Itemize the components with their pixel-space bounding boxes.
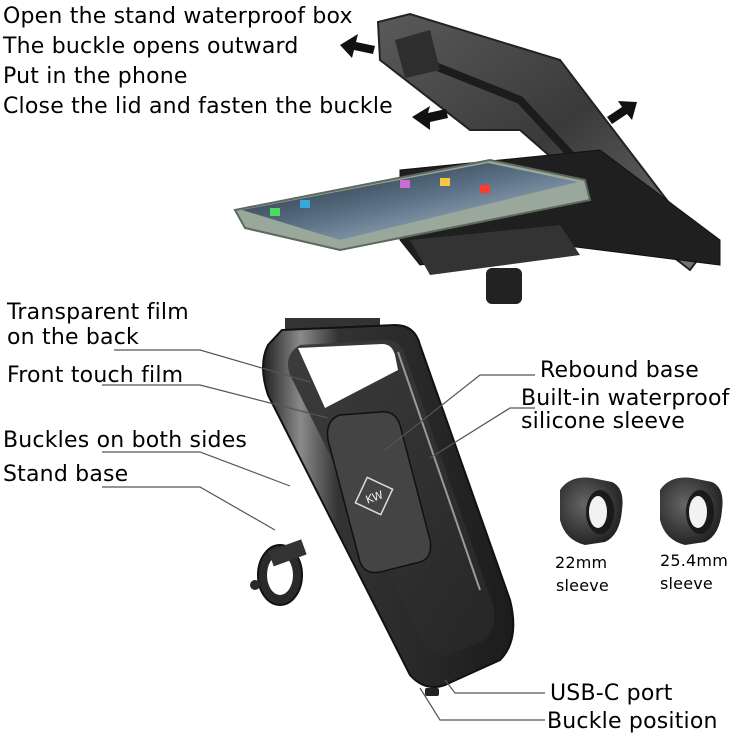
svg-text:KW: KW [364, 488, 385, 506]
arrow-lid-icon [607, 101, 637, 124]
label-rebound-base: Rebound base [540, 358, 699, 383]
instruction-put-phone: Put in the phone [3, 64, 188, 89]
label-front-touch-film: Front touch film [7, 363, 184, 388]
label-usb-c-port: USB-C port [550, 681, 673, 706]
label-silicone-line1: Built-in waterproof [521, 386, 730, 411]
instruction-close-lid: Close the lid and fasten the buckle [3, 94, 393, 119]
phone-icon [233, 158, 592, 252]
usb-c-port-icon [425, 688, 439, 696]
label-buckles-both-sides: Buckles on both sides [3, 428, 248, 453]
sleeve-25mm-size: 25.4mm [660, 551, 728, 570]
sleeve-22mm-size: 22mm [555, 553, 608, 572]
handlebar-clamp-icon [250, 539, 307, 606]
label-transparent-film-line1: Transparent film [7, 300, 189, 325]
arrow-outward-icon [340, 34, 375, 58]
sleeve-25mm-icon [660, 477, 723, 545]
label-transparent-film-line2: on the back [7, 325, 139, 350]
label-stand-base: Stand base [3, 462, 129, 487]
waterproof-case-icon: KW [262, 318, 515, 696]
instruction-buckle-opens: The buckle opens outward [3, 34, 299, 59]
sleeve-22mm-icon [548, 464, 632, 556]
arrow-buckle-icon [412, 106, 448, 130]
sleeve-25mm-label: sleeve [660, 574, 713, 593]
sleeve-22mm-label: sleeve [556, 576, 609, 595]
leader-lines [102, 349, 545, 721]
instruction-open-box: Open the stand waterproof box [3, 4, 353, 29]
label-silicone-line2: silicone sleeve [521, 409, 686, 434]
brand-logo-icon: KW [354, 476, 394, 516]
label-buckle-position: Buckle position [547, 709, 718, 734]
